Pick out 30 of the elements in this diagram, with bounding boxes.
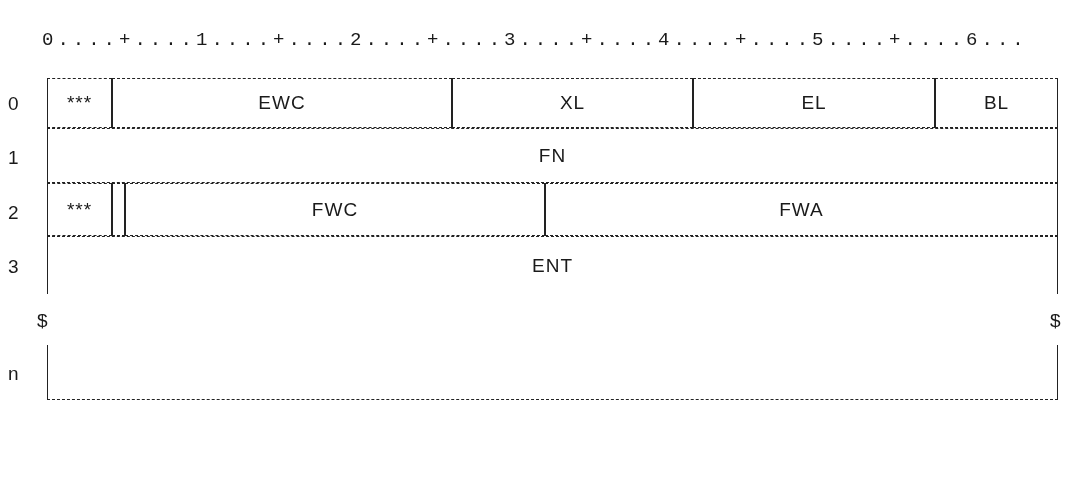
row-number: 0 (8, 94, 19, 113)
field-cell (545, 183, 1058, 236)
field-name: XL (559, 92, 586, 114)
field-name: ENT (532, 254, 573, 277)
field-cell (935, 78, 1058, 128)
field-cell (47, 128, 1058, 183)
row-number: 2 (8, 203, 19, 222)
continuation-mark: $ (37, 311, 48, 330)
row-number: 1 (8, 148, 19, 167)
field-name: *** (66, 92, 93, 114)
field-cell (47, 78, 112, 128)
empty-field-cell (47, 345, 1058, 400)
row-number: n (8, 364, 19, 383)
field-name: EWC (258, 92, 306, 114)
field-cell (47, 236, 1058, 294)
field-name: FWA (779, 198, 824, 221)
column-ruler: 0....+....1....+....2....+....3....+....4....+....5....+....6... (42, 31, 1028, 50)
field-cell (693, 78, 935, 128)
field-name: FWC (311, 198, 359, 221)
field-name: BL (983, 92, 1010, 114)
field-name: FN (538, 144, 567, 167)
field-cell (125, 183, 545, 236)
empty-field-cell (112, 183, 125, 236)
field-name: EL (801, 92, 827, 114)
field-cell (47, 183, 112, 236)
field-cell (112, 78, 452, 128)
field-name: *** (66, 198, 93, 221)
row-number: 3 (8, 257, 19, 276)
continuation-mark: $ (1050, 311, 1061, 330)
field-cell (452, 78, 693, 128)
